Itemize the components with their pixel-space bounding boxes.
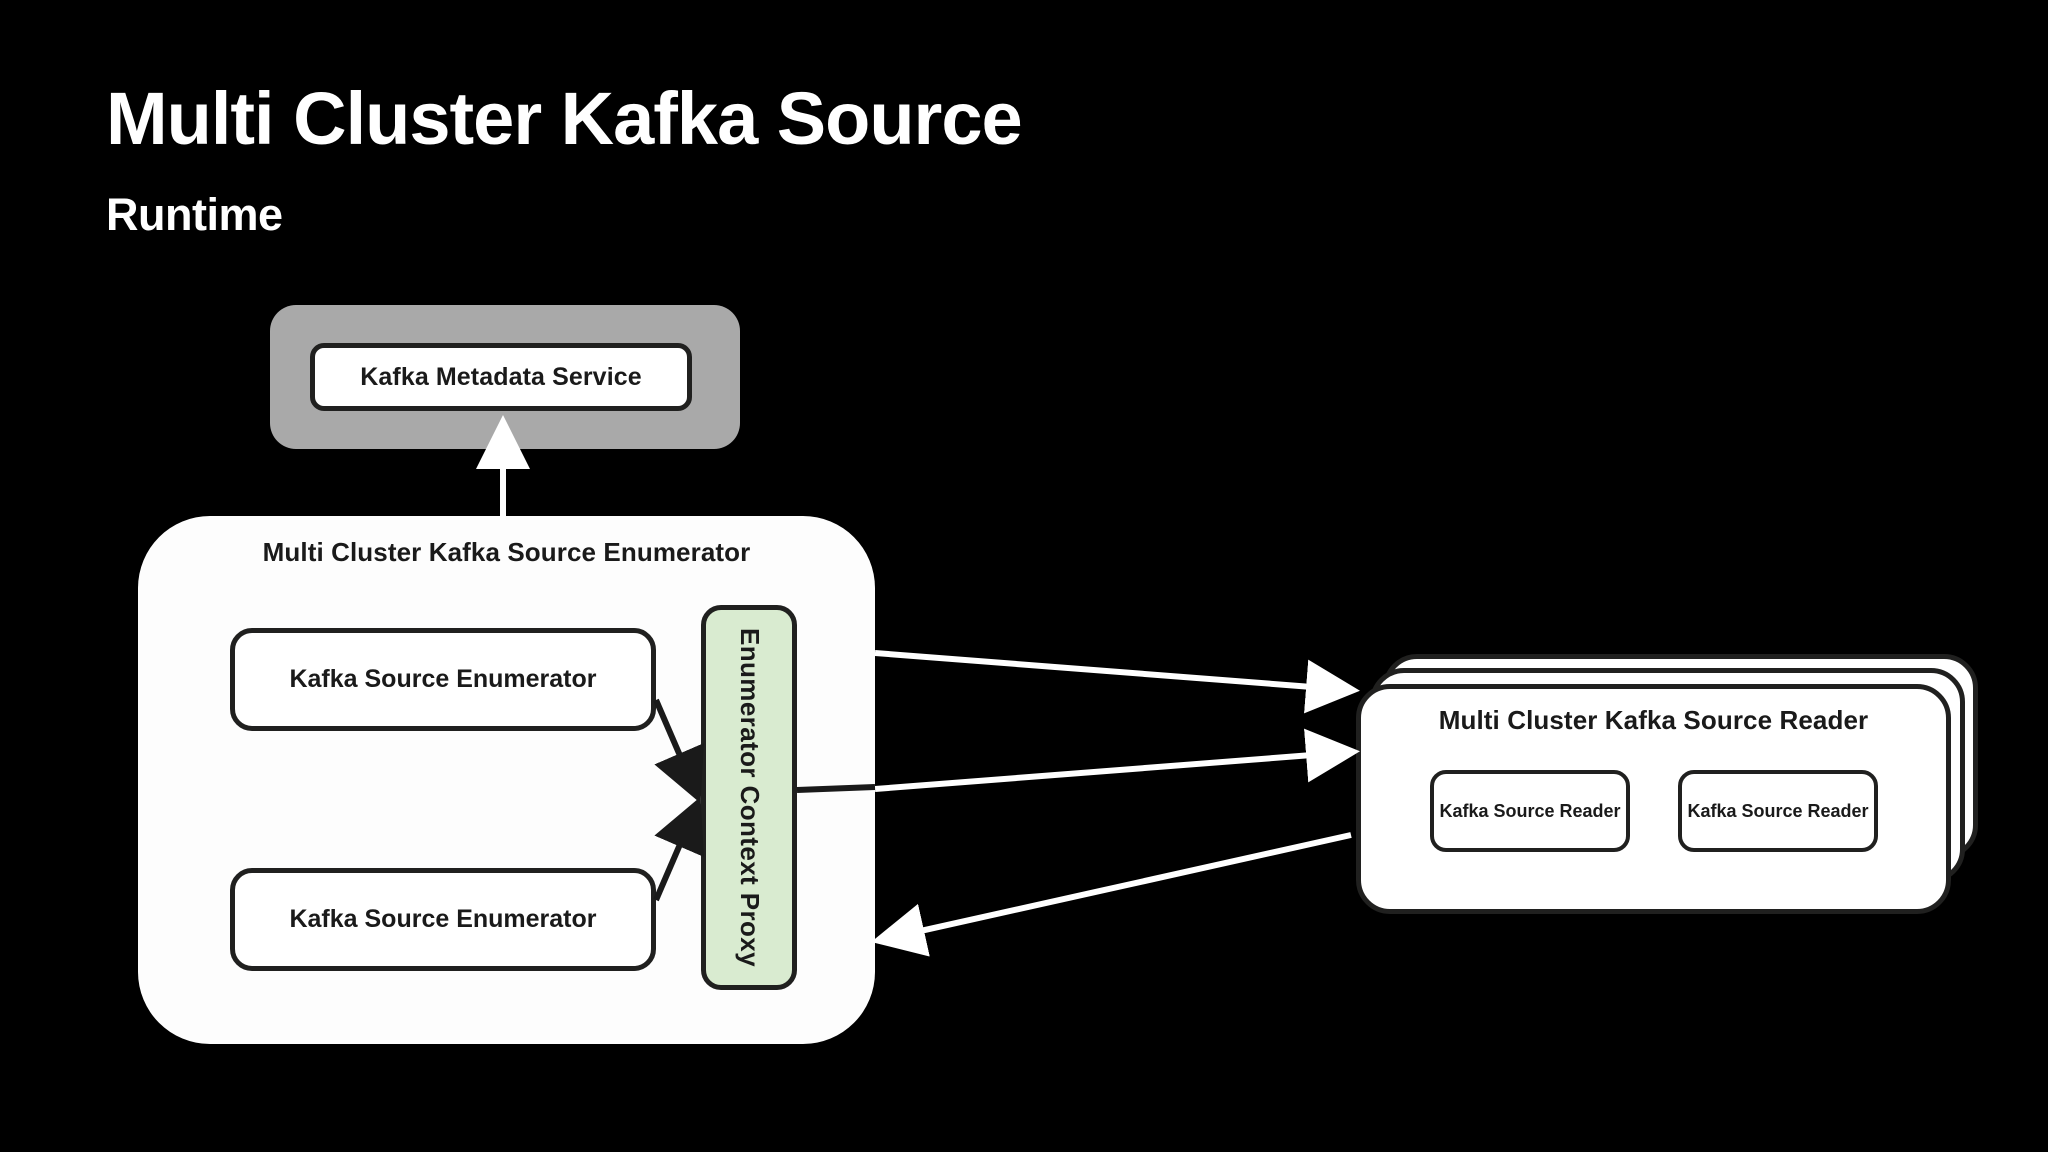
kafka-source-enumerator-box-2[interactable]: Kafka Source Enumerator (230, 868, 656, 971)
kafka-source-reader-box-2[interactable]: Kafka Source Reader (1678, 770, 1878, 852)
multi-cluster-kafka-source-enumerator-title: Multi Cluster Kafka Source Enumerator (262, 537, 751, 567)
kafka-source-reader-box-1[interactable]: Kafka Source Reader (1430, 770, 1630, 852)
kafka-metadata-service-box[interactable]: Kafka Metadata Service (310, 343, 692, 411)
page-subtitle: Runtime (106, 189, 283, 240)
enumerator-context-proxy-box[interactable]: Enumerator Context Proxy (701, 605, 797, 990)
arrow-proxy-to-reader-middle (874, 728, 1360, 792)
arrow-reader-to-enumerator (871, 832, 1352, 957)
multi-cluster-kafka-source-reader-title: Multi Cluster Kafka Source Reader (1438, 705, 1869, 735)
arrow-proxy-to-reader-upper (874, 650, 1360, 714)
enumerator-context-proxy-label: Enumerator Context Proxy (734, 627, 765, 968)
kafka-source-enumerator-box-1[interactable]: Kafka Source Enumerator (230, 628, 656, 731)
page-title: Multi Cluster Kafka Source (106, 77, 1023, 160)
